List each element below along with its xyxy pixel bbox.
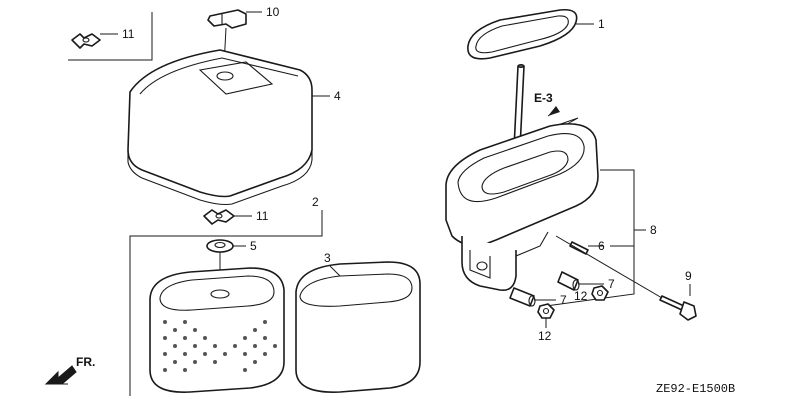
collar-lower-part	[509, 287, 536, 307]
nut-lower-part	[537, 303, 555, 319]
air-cleaner-base-part	[445, 123, 599, 292]
callout-12-right: 12	[574, 289, 588, 303]
perforation-pattern	[163, 320, 277, 372]
leader-3	[329, 265, 341, 277]
bolt-part	[659, 295, 697, 321]
callout-2: 2	[312, 195, 319, 209]
callout-4: 4	[334, 89, 341, 103]
callout-11-middle: 11	[256, 209, 269, 223]
callout-1: 1	[598, 17, 605, 31]
callout-12-lower: 12	[538, 329, 552, 343]
collar-right-part	[557, 271, 580, 291]
callout-3: 3	[324, 251, 331, 265]
washer-part	[206, 239, 234, 253]
group-bracket-8	[545, 169, 635, 307]
reference-arrow-icon	[547, 106, 560, 117]
callout-5: 5	[250, 239, 257, 253]
pin-part	[569, 241, 589, 255]
foam-element-part	[295, 261, 421, 393]
air-cleaner-cover-part	[127, 49, 313, 206]
front-direction-label: FR.	[76, 355, 95, 369]
callout-9: 9	[685, 269, 692, 283]
gasket-part	[467, 8, 578, 60]
nut-right-part	[591, 285, 609, 301]
diagram-code: ZE92-E1500B	[656, 382, 735, 396]
front-direction-arrow-icon	[44, 365, 77, 385]
leader-9-ext	[555, 235, 663, 299]
callout-11-top: 11	[122, 27, 135, 41]
reference-label: E-3	[534, 91, 553, 105]
callout-6: 6	[598, 239, 605, 253]
paper-filter-element-part	[149, 267, 285, 393]
wing-nut-middle-part	[203, 209, 235, 225]
callout-7-lower: 7	[560, 293, 567, 307]
clip-part	[207, 9, 247, 29]
callout-10: 10	[266, 5, 280, 19]
group-bracket-2	[129, 210, 323, 396]
group-bracket-top	[68, 12, 153, 61]
callout-7-right: 7	[608, 277, 615, 291]
wing-nut-top-part	[71, 33, 101, 49]
callout-8: 8	[650, 223, 657, 237]
